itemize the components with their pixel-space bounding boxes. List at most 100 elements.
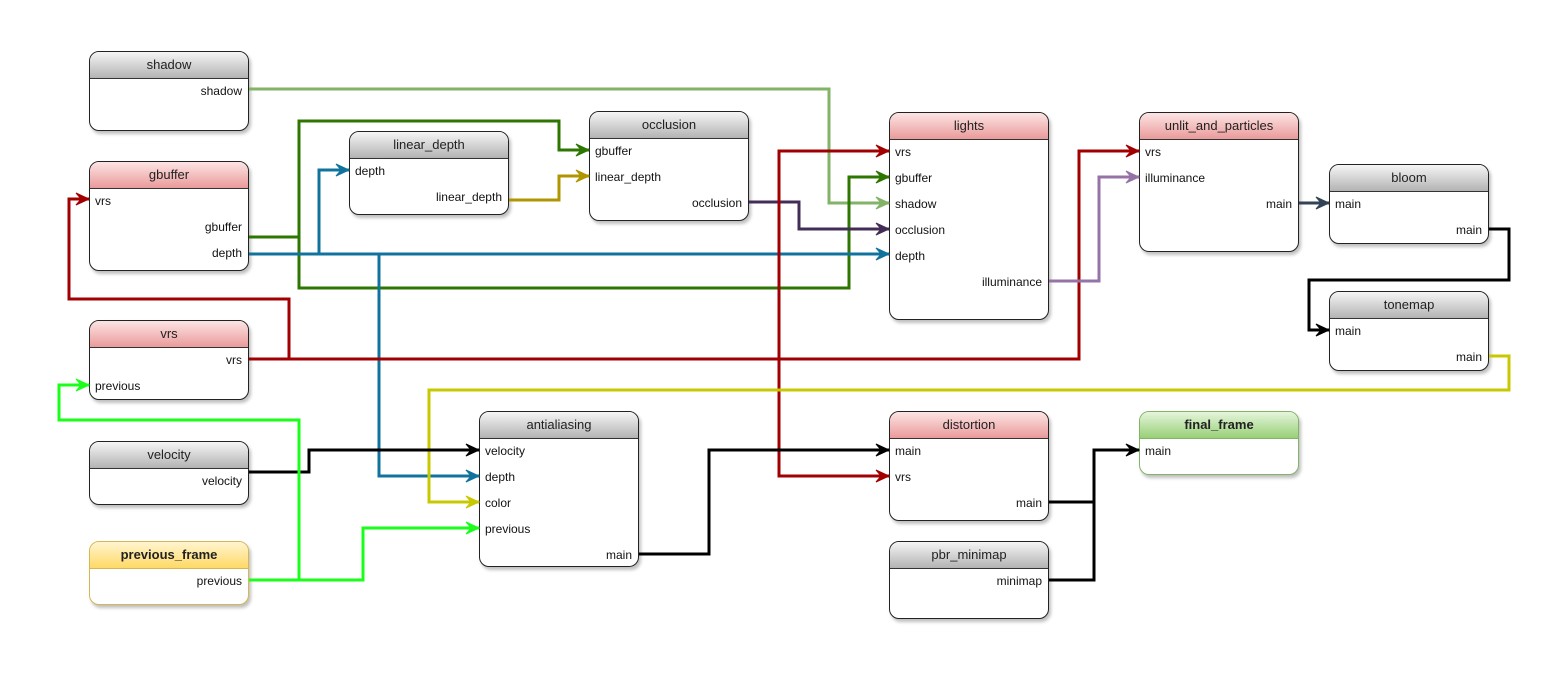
output-port-main[interactable]: main xyxy=(1015,496,1042,510)
output-port-main[interactable]: main xyxy=(1455,223,1482,237)
edge-line xyxy=(249,119,589,239)
input-port-vrs[interactable]: vrs xyxy=(895,470,911,484)
input-port-main[interactable]: main xyxy=(1335,324,1362,338)
edge-line xyxy=(249,526,479,582)
input-port-depth[interactable]: depth xyxy=(355,164,386,178)
node-title: lights xyxy=(890,113,1048,140)
output-port-minimap[interactable]: minimap xyxy=(996,574,1042,588)
edge-occlusion-occlusion-to-lights-occlusion xyxy=(749,200,891,236)
node-title: previous_frame xyxy=(90,542,248,569)
input-port-depth[interactable]: depth xyxy=(485,470,516,484)
arrowhead-icon xyxy=(1315,196,1331,210)
input-port-main[interactable]: main xyxy=(1145,444,1172,458)
node-title: gbuffer xyxy=(90,162,248,189)
output-port-main[interactable]: main xyxy=(1265,197,1292,211)
input-port-velocity[interactable]: velocity xyxy=(485,444,526,458)
edge-line xyxy=(317,168,349,254)
input-port-gbuffer[interactable]: gbuffer xyxy=(895,171,933,185)
arrowhead-icon xyxy=(465,521,481,535)
edge-vrs-vrs-to-lights-vrs xyxy=(777,144,891,359)
node-title: shadow xyxy=(90,52,248,79)
output-port-main[interactable]: main xyxy=(1455,350,1482,364)
edge-unlit_and_particles-main-to-bloom-main xyxy=(1299,196,1331,210)
node-title: linear_depth xyxy=(350,132,508,159)
node-vrs[interactable]: vrs vrs previous xyxy=(89,320,249,400)
output-port-linear_depth[interactable]: linear_depth xyxy=(435,190,502,204)
edge-line xyxy=(249,448,479,474)
input-port-depth[interactable]: depth xyxy=(895,249,926,263)
output-port-vrs[interactable]: vrs xyxy=(226,353,242,367)
edge-tonemap-main-to-antialiasing-color xyxy=(427,354,1511,509)
node-title: final_frame xyxy=(1140,412,1298,439)
output-port-main[interactable]: main xyxy=(605,548,632,562)
input-port-vrs[interactable]: vrs xyxy=(895,145,911,159)
edge-gbuffer-depth-to-antialiasing-depth xyxy=(377,254,481,483)
output-port-shadow[interactable]: shadow xyxy=(200,84,242,98)
input-port-gbuffer[interactable]: gbuffer xyxy=(595,144,633,158)
input-port-previous[interactable]: previous xyxy=(95,379,141,393)
edge-line xyxy=(1049,448,1139,504)
edge-line xyxy=(249,87,889,205)
edge-vrs-vrs-to-gbuffer-vrs xyxy=(67,192,291,359)
edge-line xyxy=(377,254,479,478)
edge-gbuffer-depth-to-linear_depth-depth xyxy=(317,163,351,254)
input-port-illuminance[interactable]: illuminance xyxy=(1145,171,1206,185)
input-port-main[interactable]: main xyxy=(1335,197,1362,211)
edge-line xyxy=(509,174,589,202)
output-port-occlusion[interactable]: occlusion xyxy=(691,196,742,210)
arrowhead-icon xyxy=(875,443,891,457)
input-port-previous[interactable]: previous xyxy=(485,522,531,536)
input-port-main[interactable]: main xyxy=(895,444,922,458)
edge-shadow-shadow-to-lights-shadow xyxy=(249,87,891,210)
arrowhead-icon xyxy=(465,469,481,483)
edge-distortion-main-to-final_frame-main xyxy=(1049,443,1141,504)
input-port-shadow[interactable]: shadow xyxy=(895,197,937,211)
output-port-illuminance[interactable]: illuminance xyxy=(981,275,1042,289)
input-port-linear_depth[interactable]: linear_depth xyxy=(595,170,662,184)
node-title: vrs xyxy=(90,321,248,348)
node-title: unlit_and_particles xyxy=(1140,113,1298,140)
arrowhead-icon xyxy=(1315,323,1331,337)
edge-line xyxy=(1049,502,1096,582)
node-title: velocity xyxy=(90,442,248,469)
arrowhead-icon xyxy=(875,469,891,483)
node-tonemap[interactable]: tonemap main main xyxy=(1329,291,1489,371)
node-shadow[interactable]: shadow shadow xyxy=(89,51,249,131)
node-lights[interactable]: lights vrs gbuffer shadow occlusion depth illu… xyxy=(889,112,1049,320)
edge-line xyxy=(67,197,291,359)
arrowhead-icon xyxy=(875,222,891,236)
edge-pbr_minimap-minimap-to-final_frame-main xyxy=(1049,502,1096,582)
output-port-velocity[interactable]: velocity xyxy=(201,474,242,488)
output-port-gbuffer[interactable]: gbuffer xyxy=(204,220,242,234)
edge-gbuffer-gbuffer-to-lights-gbuffer xyxy=(297,170,891,290)
edge-previous_frame-previous-to-vrs-previous xyxy=(57,378,301,580)
input-port-vrs[interactable]: vrs xyxy=(95,194,111,208)
arrowhead-icon xyxy=(465,443,481,457)
edge-line xyxy=(249,149,1139,361)
node-title: tonemap xyxy=(1330,292,1488,319)
input-port-vrs[interactable]: vrs xyxy=(1145,145,1161,159)
input-port-color[interactable]: color xyxy=(485,496,512,510)
arrowhead-icon xyxy=(1125,170,1141,184)
edge-line xyxy=(1049,175,1139,283)
edge-previous_frame-previous-to-antialiasing-previous xyxy=(249,521,481,582)
arrowhead-icon xyxy=(465,495,481,509)
edge-line xyxy=(749,200,889,231)
input-port-occlusion[interactable]: occlusion xyxy=(895,223,946,237)
output-port-depth[interactable]: depth xyxy=(211,246,242,260)
node-gbuffer[interactable]: gbuffer vrs gbuffer depth xyxy=(89,161,249,271)
node-previous_frame[interactable]: previous_frame previous xyxy=(89,541,249,605)
arrowhead-icon xyxy=(875,247,891,261)
node-velocity[interactable]: velocity velocity xyxy=(89,441,249,505)
output-port-previous[interactable]: previous xyxy=(196,574,242,588)
arrowhead-icon xyxy=(1125,443,1141,457)
